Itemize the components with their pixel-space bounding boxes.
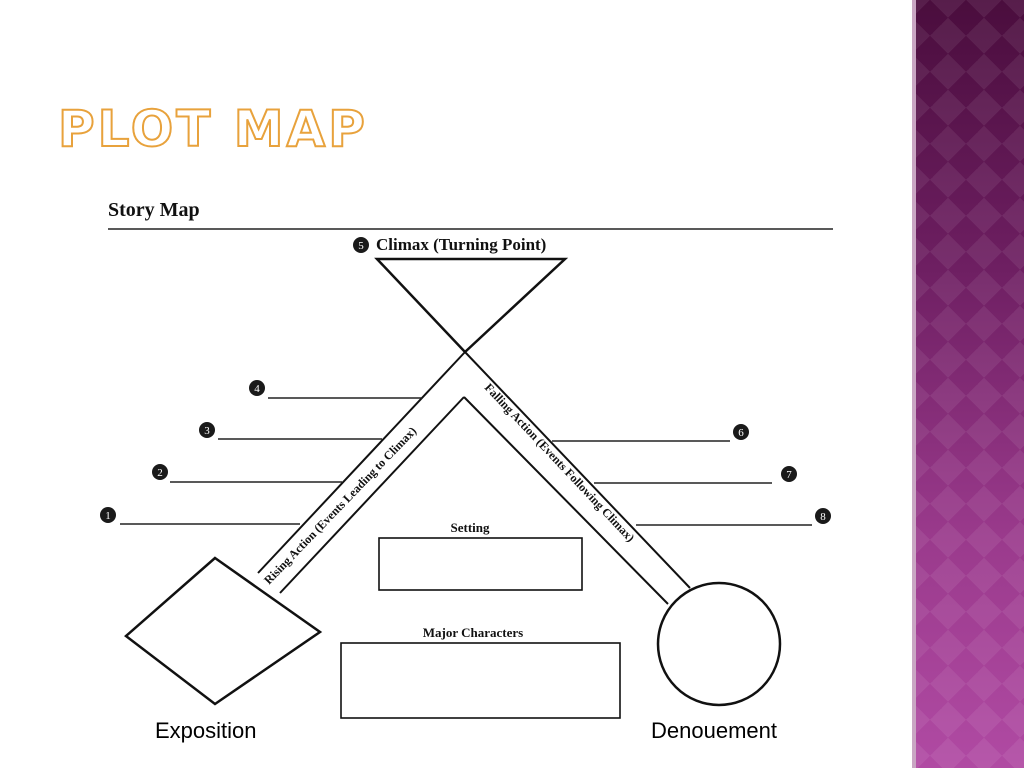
event-marker-1: [100, 507, 116, 523]
slide-title: Plot Map: [57, 100, 368, 158]
exposition-caption: Exposition: [155, 718, 257, 743]
rising-action-label: Rising Action (Events Leading to Climax): [261, 424, 419, 587]
major-characters-box: [340, 642, 621, 719]
event-marker-7-number: 7: [786, 469, 792, 481]
event-marker-2: [152, 464, 168, 480]
major-characters-label: Major Characters: [423, 625, 523, 640]
denouement-circle: [656, 581, 782, 707]
event-marker-6: [733, 424, 749, 440]
setting-box: [378, 537, 583, 591]
event-marker-4-number: 4: [254, 383, 260, 395]
event-marker-7: [781, 466, 797, 482]
event-marker-6-number: 6: [738, 427, 744, 439]
climax-label-group: 5 Climax (Turning Point): [353, 235, 546, 254]
climax-label: Climax (Turning Point): [376, 235, 546, 254]
decorative-side-panel: [912, 0, 1024, 768]
exposition-diamond: [124, 556, 323, 706]
event-marker-1-number: 1: [105, 510, 111, 522]
setting-label: Setting: [451, 520, 491, 535]
panel-edge: [912, 0, 916, 768]
event-lines-left: [120, 397, 422, 525]
falling-action-label: Falling Action (Events Following Climax): [482, 380, 638, 544]
rising-action-text: Rising Action (Events Leading to Climax): [261, 424, 419, 587]
event-lines-right: [552, 440, 812, 526]
climax-triangle: [374, 257, 569, 354]
rising-action-band: [257, 351, 466, 594]
falling-action-text: Falling Action (Events Following Climax): [482, 380, 638, 544]
story-map-diagram: Story Map 5 Climax (Turning Point) Risin…: [100, 199, 833, 719]
event-marker-2-number: 2: [157, 467, 163, 479]
climax-marker: [353, 237, 369, 253]
event-marker-4: [249, 380, 265, 396]
event-marker-8-number: 8: [820, 511, 826, 523]
diamond-pattern: [912, 0, 1024, 768]
falling-action-band: [463, 351, 691, 605]
climax-marker-number: 5: [358, 240, 364, 252]
event-markers: 4 3 2 1 6 7 8: [100, 380, 831, 524]
event-marker-3-number: 3: [204, 425, 210, 437]
story-map-heading: Story Map: [108, 199, 200, 221]
denouement-caption: Denouement: [651, 718, 777, 743]
event-marker-8: [815, 508, 831, 524]
event-marker-3: [199, 422, 215, 438]
